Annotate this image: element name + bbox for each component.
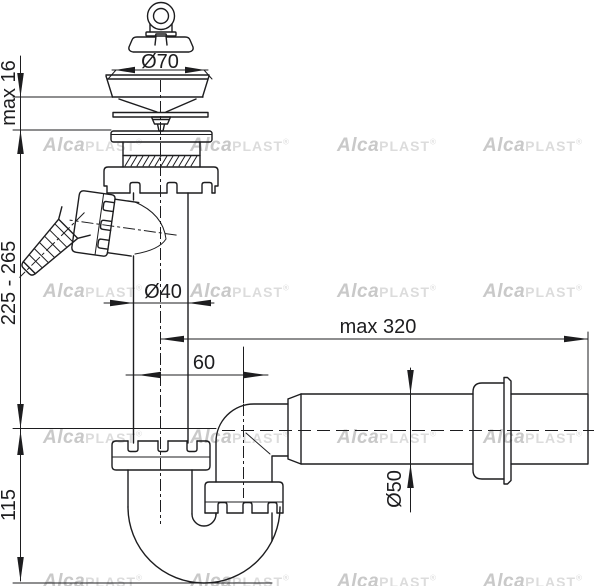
trap-cup-walls: [127, 469, 193, 515]
side-inlet: [19, 190, 177, 278]
waste-top: [103, 74, 219, 194]
dim-label-115: 115: [0, 489, 20, 521]
plug-with-ring: [128, 1, 194, 53]
dim-label-d50: Ø50: [384, 470, 406, 508]
tailpipe: [132, 192, 189, 444]
watermark-brand: AlcaPLAST®: [337, 427, 436, 448]
junction-saddle: [134, 201, 167, 255]
trap-inlet-nut: [111, 440, 211, 471]
trap-inner-bend: [191, 513, 217, 527]
dim-label-max320: max 320: [340, 316, 417, 338]
dim-outlet-reach: max 320: [160, 316, 589, 395]
dim-label-d40: Ø40: [144, 281, 182, 303]
centerlines: [160, 80, 594, 524]
watermark-brand: AlcaPLAST®: [337, 135, 436, 156]
watermark-brand: AlcaPLAST®: [483, 281, 582, 302]
trap-outlet-walls: [215, 512, 273, 542]
watermark-brand: AlcaPLAST®: [337, 281, 436, 302]
watermark-brand: AlcaPLAST®: [483, 135, 582, 156]
dim-left-column: max 16 225 - 265 115: [0, 55, 273, 584]
watermark-brand: AlcaPLAST®: [337, 571, 436, 586]
trap-outer-bend: [127, 506, 281, 584]
p-trap: [111, 440, 284, 584]
watermark-brand: AlcaPLAST®: [190, 281, 289, 302]
hose-barb: [19, 206, 91, 278]
dim-label-d70: Ø70: [141, 51, 179, 73]
dim-label-60: 60: [193, 352, 215, 374]
dim-tail-diameter: Ø40: [103, 281, 215, 307]
dim-label-height-range: 225 - 265: [0, 241, 20, 326]
dim-outlet-diameter: Ø50: [384, 367, 414, 513]
thread-hatch: [122, 154, 201, 168]
outlet-elbow: [215, 393, 302, 483]
watermark-brand: AlcaPLAST®: [483, 571, 582, 586]
watermark-brand: AlcaPLAST®: [43, 281, 142, 302]
drain-flange: [110, 130, 213, 143]
dim-trap-offset: 60: [125, 346, 269, 404]
dim-plug-diameter: Ø70: [107, 51, 213, 80]
watermark-brand: AlcaPLAST®: [190, 427, 289, 448]
dim-label-max16: max 16: [0, 60, 20, 126]
elbow-cone-joint: [287, 393, 302, 465]
